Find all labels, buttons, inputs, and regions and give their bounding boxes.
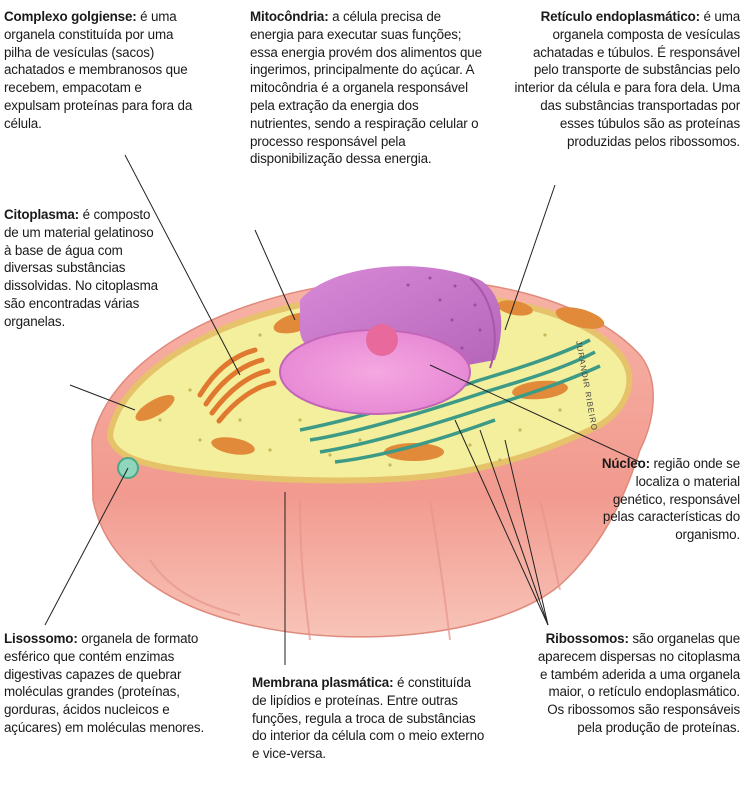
membrane-folds bbox=[149, 499, 561, 641]
nucleus bbox=[279, 266, 502, 415]
label-membrana: Membrana plasmática: é constituída de li… bbox=[252, 675, 485, 762]
label-ribossomos: Ribossomos: são organelas que aparecem d… bbox=[537, 631, 740, 735]
endoplasmic-reticulum bbox=[299, 338, 601, 464]
label-mitocondria: Mitocôndria: a célula precisa de energia… bbox=[250, 9, 482, 167]
label-nucleo: Núcleo: região onde se localiza o materi… bbox=[601, 456, 740, 543]
label-lisossomo: Lisossomo: organela de formato esférico … bbox=[4, 631, 205, 735]
label-reticulo: Retículo endoplasmático: é uma organela … bbox=[514, 9, 741, 149]
golgi-complex bbox=[197, 347, 277, 424]
label-golgi: Complexo golgiense: é uma organela const… bbox=[4, 9, 193, 131]
label-citoplasma: Citoplasma: é composto de um material ge… bbox=[4, 207, 158, 329]
leader-lines bbox=[44, 154, 641, 665]
nucleolus bbox=[366, 324, 398, 356]
